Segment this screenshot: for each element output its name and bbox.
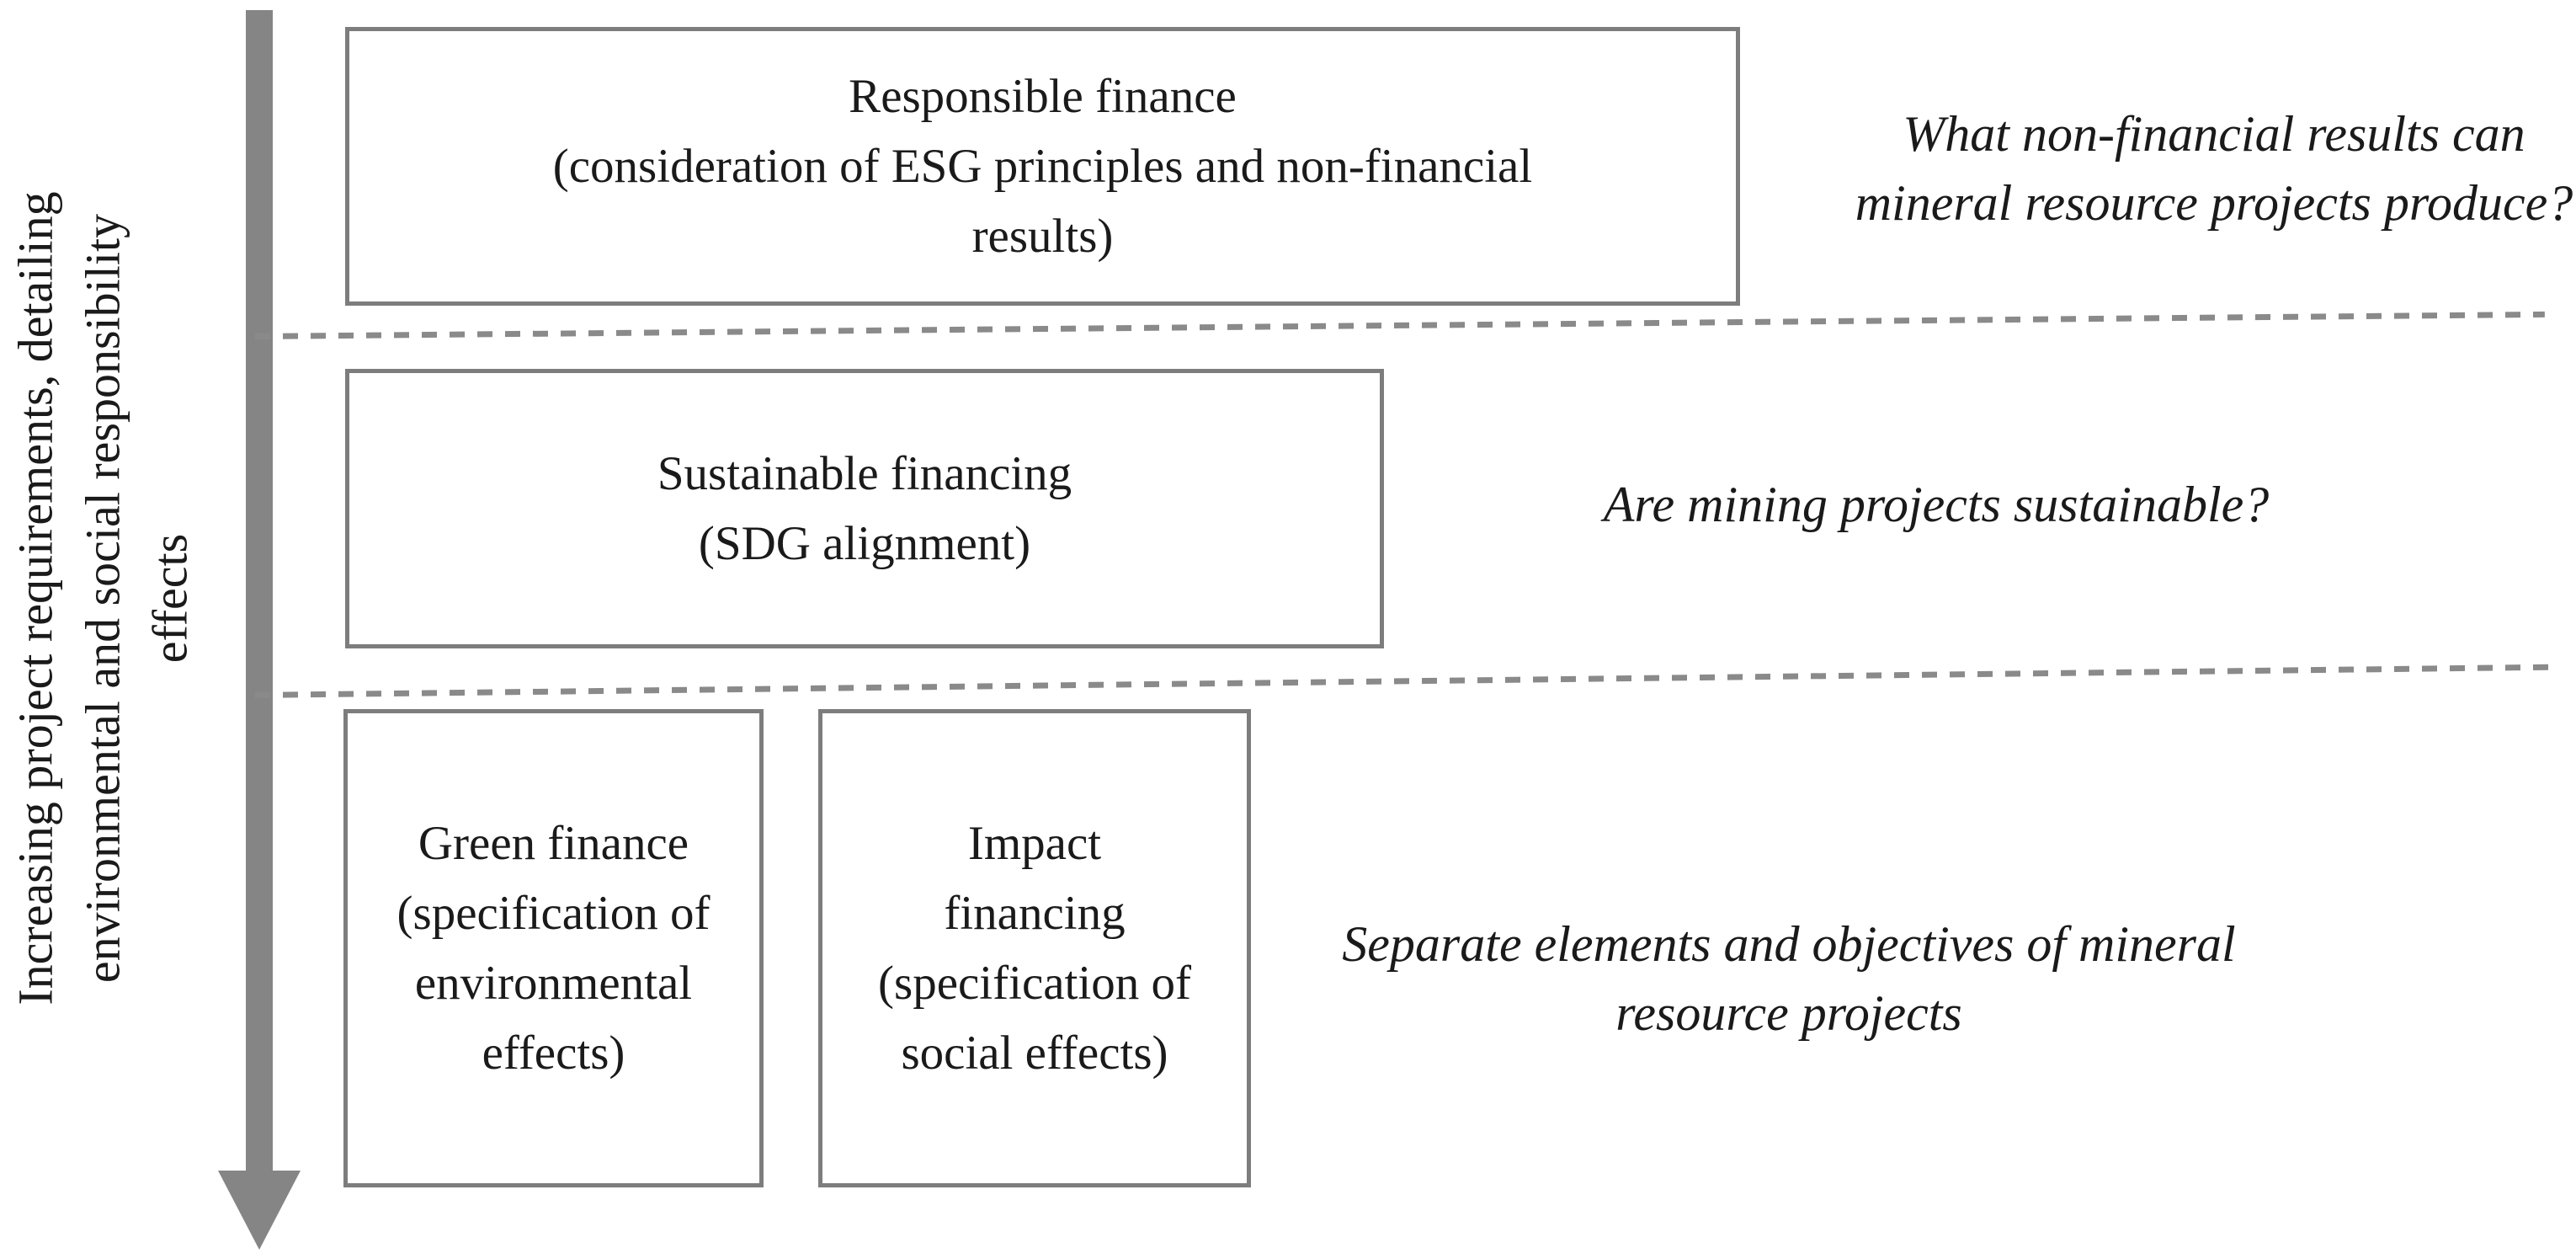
impact-financing-box: Impact financing (specification of socia… (818, 709, 1251, 1187)
annotation-mining-sustainable: Are mining projects sustainable? (1603, 477, 2270, 532)
dashed-divider-top (254, 311, 2545, 339)
sustainable-financing-box: Sustainable financing (SDG alignment) (345, 369, 1384, 648)
down-arrow-head-icon (218, 1171, 301, 1250)
annotation-separate-elements: Separate elements and objectives of mine… (1342, 916, 2236, 1041)
dashed-divider-bottom (254, 664, 2557, 698)
green-finance-box: Green finance (specification of environm… (343, 709, 764, 1187)
down-arrow-shaft (246, 10, 273, 1171)
annotation-non-financial-results: What non-financial results can mineral r… (1855, 106, 2573, 231)
vertical-axis-label: Increasing project requirements, detaili… (8, 191, 197, 1006)
responsible-finance-box: Responsible finance (consideration of ES… (345, 27, 1740, 306)
